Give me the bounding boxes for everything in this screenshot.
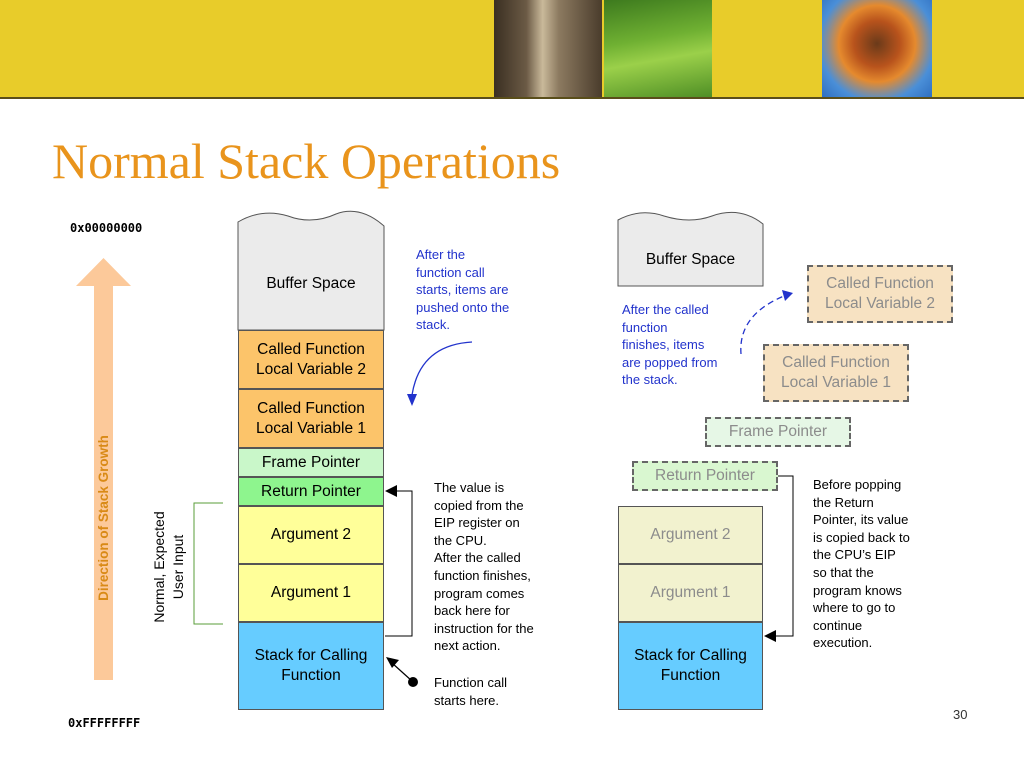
- banner-photo-hills: [604, 0, 712, 97]
- call-start-dot: [408, 677, 418, 687]
- right-buffer-shape: [617, 211, 764, 287]
- eip-copy-link: [776, 475, 794, 637]
- call-start-line: [391, 662, 413, 682]
- left-argument-1: Argument 1: [238, 564, 384, 622]
- right-argument-2: Argument 2: [618, 506, 763, 564]
- note-before-pop: Before popping the Return Pointer, its v…: [813, 477, 910, 651]
- growth-direction-label: Direction of Stack Growth: [96, 435, 111, 601]
- left-buffer-space: Buffer Space: [266, 275, 356, 292]
- banner-photo-curtain: [494, 0, 602, 97]
- left-argument-2: Argument 2: [238, 506, 384, 564]
- note-push: After the function call starts, items ar…: [416, 247, 510, 333]
- user-input-label: Normal, Expected User Input: [151, 511, 186, 623]
- right-local-variable-2: Called Function Local Variable 2: [807, 265, 953, 323]
- push-arrow: [411, 341, 473, 396]
- left-return-pointer: Return Pointer: [238, 477, 384, 506]
- left-frame-pointer: Frame Pointer: [238, 448, 384, 477]
- page-title: Normal Stack Operations: [52, 133, 561, 189]
- address-top: 0x00000000: [70, 221, 143, 235]
- page-number: 30: [953, 707, 968, 722]
- eip-return-link: [385, 490, 413, 637]
- left-calling-stack: Stack for Calling Function: [238, 622, 384, 710]
- banner-photo-tree: [822, 0, 932, 97]
- note-call-start: Function call starts here.: [434, 675, 507, 708]
- left-local-variable-2: Called Function Local Variable 2: [238, 330, 384, 389]
- right-argument-1: Argument 1: [618, 564, 763, 622]
- right-calling-stack: Stack for Calling Function: [618, 622, 763, 710]
- growth-arrow: [76, 258, 131, 680]
- user-input-bracket: [193, 502, 223, 625]
- right-local-variable-1: Called Function Local Variable 1: [763, 344, 909, 402]
- note-eip: The value is copied from the EIP registe…: [434, 480, 534, 654]
- banner-divider: [0, 97, 1024, 99]
- right-frame-pointer: Frame Pointer: [705, 417, 851, 447]
- left-buffer-shape: [237, 210, 385, 331]
- note-pop: After the called function finishes, item…: [622, 302, 718, 388]
- right-buffer-space: Buffer Space: [645, 251, 736, 268]
- right-return-pointer: Return Pointer: [632, 461, 778, 491]
- pop-arrow: [740, 295, 785, 355]
- left-local-variable-1: Called Function Local Variable 1: [238, 389, 384, 448]
- address-bottom: 0xFFFFFFFF: [68, 716, 141, 730]
